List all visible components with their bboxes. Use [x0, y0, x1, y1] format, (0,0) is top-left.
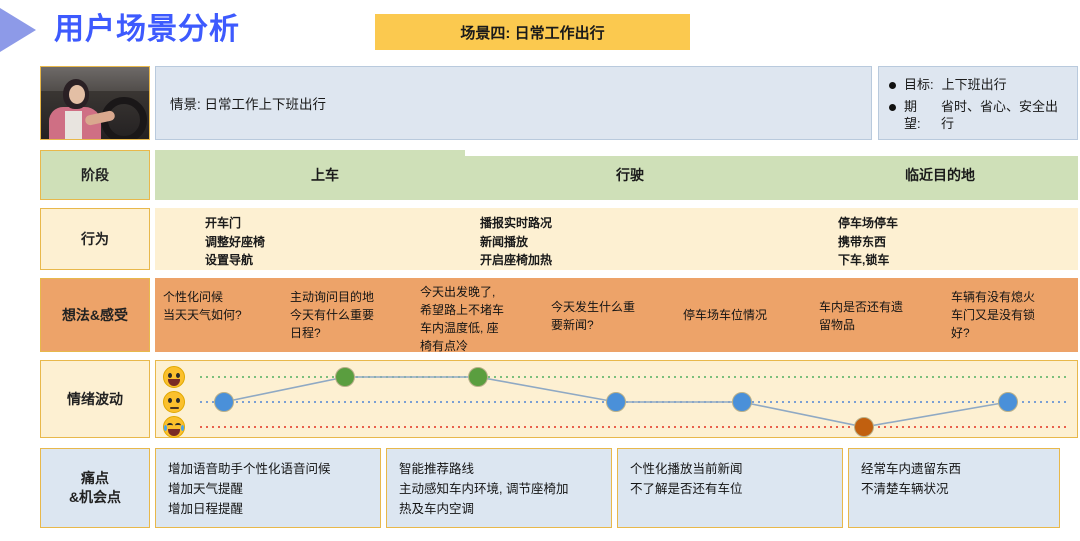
behaviour-item: 下车,锁车 — [838, 253, 890, 268]
emotion-node-5 — [854, 417, 874, 437]
thought-line: 今天有什么重要 — [290, 308, 375, 322]
thought-column-5: 车内是否还有遗 留物品 — [819, 298, 931, 334]
thought-line: 椅有点冷 — [420, 339, 469, 353]
thought-line: 车辆有没有熄火 — [951, 290, 1036, 304]
behaviour-band — [155, 208, 1078, 270]
emotion-node-6 — [998, 392, 1018, 412]
behaviour-column-0: 开车门 调整好座椅 设置导航 — [205, 214, 265, 270]
behaviour-item: 设置导航 — [205, 253, 254, 268]
page-header: 用户场景分析 场景四: 日常工作出行 — [0, 0, 1080, 60]
thought-line: 主动询问目的地 — [290, 290, 375, 304]
thought-line: 今天出发晚了, — [420, 285, 496, 299]
goal-list: 目标: 上下班出行 期望: 省时、省心、安全出行 — [878, 66, 1078, 140]
pain-line: 热及车内空调 — [399, 502, 475, 516]
pain-line: 增加日程提醒 — [168, 502, 244, 516]
pain-line: 不清楚车辆状况 — [861, 482, 949, 496]
thought-line: 希望路上不堵车 — [420, 303, 505, 317]
driver-photo — [40, 66, 150, 140]
scene-description: 情景: 日常工作上下班出行 — [155, 66, 872, 140]
thought-line: 好? — [951, 326, 970, 340]
goal-label: 目标: — [904, 77, 934, 92]
thought-column-6: 车辆有没有熄火 车门又是没有锁 好? — [951, 288, 1066, 342]
thought-column-3: 今天发生什么重 要新闻? — [551, 298, 663, 334]
behaviour-item: 开启座椅加热 — [480, 253, 553, 268]
stage-band-notch — [155, 150, 465, 158]
triangle-right-icon — [0, 8, 36, 52]
page-title: 用户场景分析 — [54, 13, 240, 46]
thought-line: 留物品 — [819, 318, 856, 332]
emotion-node-2 — [468, 367, 488, 387]
thought-line: 当天天气如何? — [163, 308, 242, 322]
behaviour-item: 播报实时路况 — [480, 216, 553, 230]
scene-badge: 场景四: 日常工作出行 — [375, 14, 690, 50]
thought-column-4: 停车场车位情况 — [683, 306, 808, 324]
behaviour-column-1: 播报实时路况 新闻播放 开启座椅加热 — [480, 214, 552, 270]
thought-line: 要新闻? — [551, 318, 594, 332]
goal-item: 目标: 上下班出行 — [889, 77, 1069, 93]
photo-shirt — [65, 111, 82, 139]
pain-line: 不了解是否还有车位 — [630, 482, 743, 496]
behaviour-item: 携带东西 — [838, 234, 887, 249]
row-label-behaviour: 行为 — [40, 208, 150, 270]
pain-line: 增加天气提醒 — [168, 482, 244, 496]
thought-line: 个性化问候 — [163, 290, 224, 304]
pain-box-0: 增加语音助手个性化语音问候 增加天气提醒 增加日程提醒 — [155, 448, 381, 528]
goal-item: 期望: 省时、省心、安全出行 — [889, 99, 1069, 132]
row-label-thoughts: 想法&感受 — [40, 278, 150, 352]
photo-face — [69, 85, 85, 104]
stage-item-1: 行驶 — [616, 167, 644, 183]
thought-line: 车门又是没有锁 — [951, 308, 1036, 322]
emotion-node-4 — [732, 392, 752, 412]
goal-value: 上下班出行 — [941, 77, 1007, 92]
goal-value: 省时、省心、安全出行 — [941, 99, 1059, 131]
behaviour-item: 开车门 — [205, 216, 242, 230]
emotion-chart — [200, 367, 1070, 437]
laughing-tears-face-icon — [163, 416, 185, 438]
behaviour-item: 新闻播放 — [480, 234, 529, 249]
thought-column-1: 主动询问目的地 今天有什么重要 日程? — [290, 288, 410, 342]
emotion-node-0 — [214, 392, 234, 412]
pain-line: 经常车内遗留东西 — [861, 462, 962, 476]
confused-face-icon — [163, 391, 185, 413]
thought-line: 日程? — [290, 326, 321, 340]
pain-box-1: 智能推荐路线 主动感知车内环境, 调节座椅加 热及车内空调 — [386, 448, 612, 528]
thought-line: 车内温度低, 座 — [420, 321, 499, 335]
row-label-pain: 痛点 &机会点 — [40, 448, 150, 528]
pain-box-2: 个性化播放当前新闻 不了解是否还有车位 — [617, 448, 843, 528]
thought-column-0: 个性化问候 当天天气如何? — [163, 288, 278, 324]
pain-line: 主动感知车内环境, 调节座椅加 — [399, 482, 569, 496]
stage-item-0: 上车 — [311, 167, 339, 183]
pain-line: 增加语音助手个性化语音问候 — [168, 462, 331, 476]
stage-band — [155, 156, 1078, 200]
pain-line: 个性化播放当前新闻 — [630, 462, 743, 476]
goal-label: 期望: — [904, 99, 921, 131]
thought-column-2: 今天出发晚了, 希望路上不堵车 车内温度低, 座 椅有点冷 — [420, 283, 532, 355]
behaviour-column-2: 停车场停车 携带东西 下车,锁车 — [838, 214, 898, 270]
emotion-node-1 — [335, 367, 355, 387]
thought-line: 停车场车位情况 — [683, 308, 768, 322]
pain-line: 智能推荐路线 — [399, 462, 475, 476]
bullet-icon — [889, 82, 896, 89]
thoughts-band — [155, 278, 1078, 352]
row-label-stage: 阶段 — [40, 150, 150, 200]
grinning-face-icon — [163, 366, 185, 388]
behaviour-item: 调整好座椅 — [205, 234, 266, 249]
behaviour-item: 停车场停车 — [838, 216, 899, 230]
row-label-emotion: 情绪波动 — [40, 360, 150, 438]
pain-box-3: 经常车内遗留东西 不清楚车辆状况 — [848, 448, 1060, 528]
thought-line: 今天发生什么重 — [551, 300, 636, 314]
emotion-node-3 — [606, 392, 626, 412]
stage-item-2: 临近目的地 — [905, 167, 975, 183]
bullet-icon — [889, 104, 896, 112]
thought-line: 车内是否还有遗 — [819, 300, 904, 314]
